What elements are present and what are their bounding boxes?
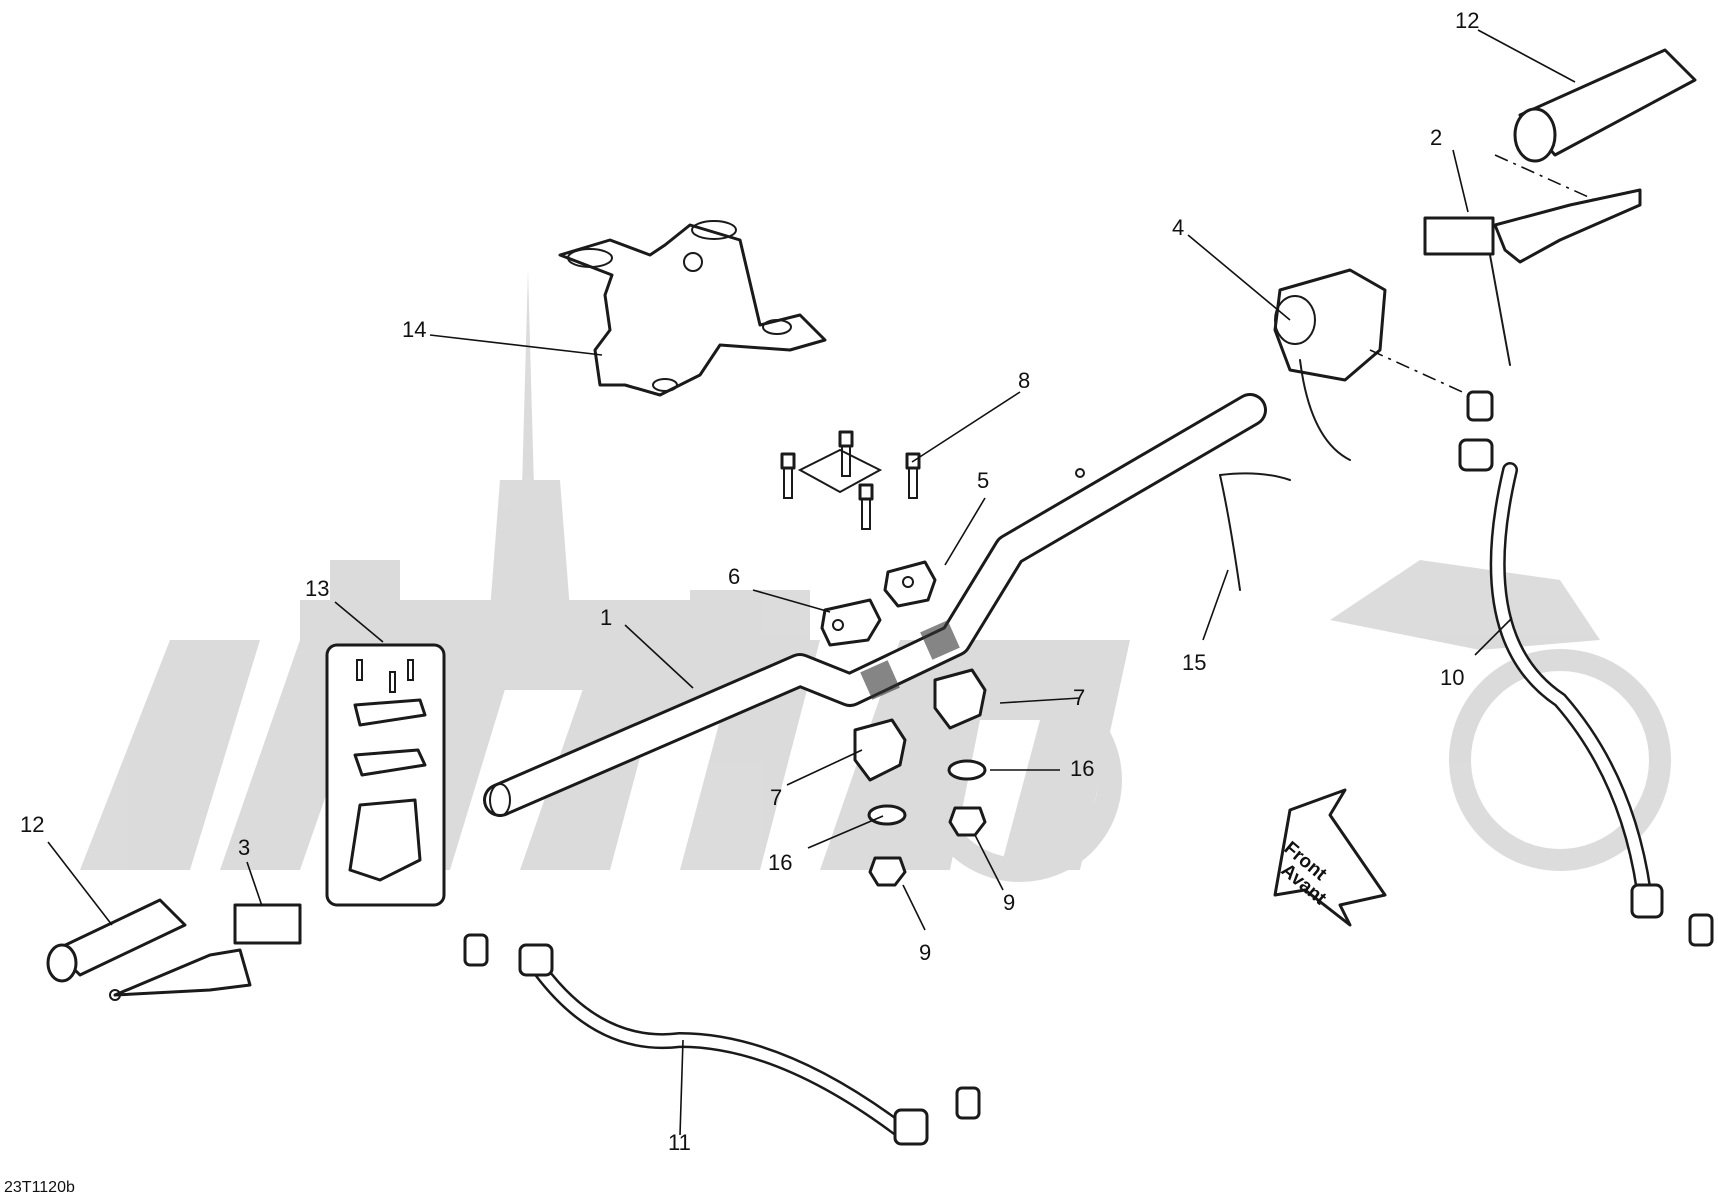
part-washers-nuts — [867, 759, 987, 887]
callout-3: 3 — [238, 835, 250, 860]
callout-6: 6 — [728, 564, 740, 589]
callouts: 1 2 3 4 5 6 7 7 8 9 9 10 11 12 12 13 14 … — [20, 8, 1479, 1155]
callout-9a: 9 — [1003, 890, 1015, 915]
part-kit-box — [325, 643, 446, 907]
callout-15: 15 — [1182, 650, 1206, 675]
callout-13: 13 — [305, 576, 329, 601]
callout-16a: 16 — [1070, 756, 1094, 781]
part-grip-right — [1494, 48, 1697, 201]
callout-7b: 7 — [770, 785, 782, 810]
callout-5: 5 — [977, 468, 989, 493]
callout-2: 2 — [1430, 125, 1442, 150]
diagram-reference-code: 23T1120b — [4, 1179, 75, 1196]
part-wire — [1219, 472, 1291, 591]
callout-10: 10 — [1440, 665, 1464, 690]
leader-lines — [47, 29, 1576, 1136]
callout-1: 1 — [600, 605, 612, 630]
part-lower-clamps — [853, 668, 987, 782]
callout-16b: 16 — [768, 850, 792, 875]
part-lever-left — [109, 903, 302, 1001]
callout-14: 14 — [402, 317, 426, 342]
callout-12a: 12 — [1455, 8, 1479, 33]
front-direction-arrow: Front Avant — [1273, 788, 1387, 927]
part-handlebar — [483, 393, 1267, 817]
part-upper-clamps — [820, 560, 937, 647]
callout-9b: 9 — [919, 940, 931, 965]
callout-12b: 12 — [20, 812, 44, 837]
part-grip-left — [46, 898, 187, 983]
part-lever-right — [1423, 188, 1642, 366]
part-bracket — [558, 220, 827, 397]
callout-4: 4 — [1172, 215, 1184, 240]
callout-11: 11 — [668, 1130, 691, 1155]
assembly-line-switch — [1369, 349, 1481, 401]
part-switch — [1273, 268, 1387, 461]
callout-8: 8 — [1018, 368, 1030, 393]
part-bolts — [780, 430, 921, 530]
part-cable-right — [1458, 390, 1714, 947]
part-cable-left — [463, 933, 981, 1146]
callout-7a: 7 — [1073, 685, 1085, 710]
